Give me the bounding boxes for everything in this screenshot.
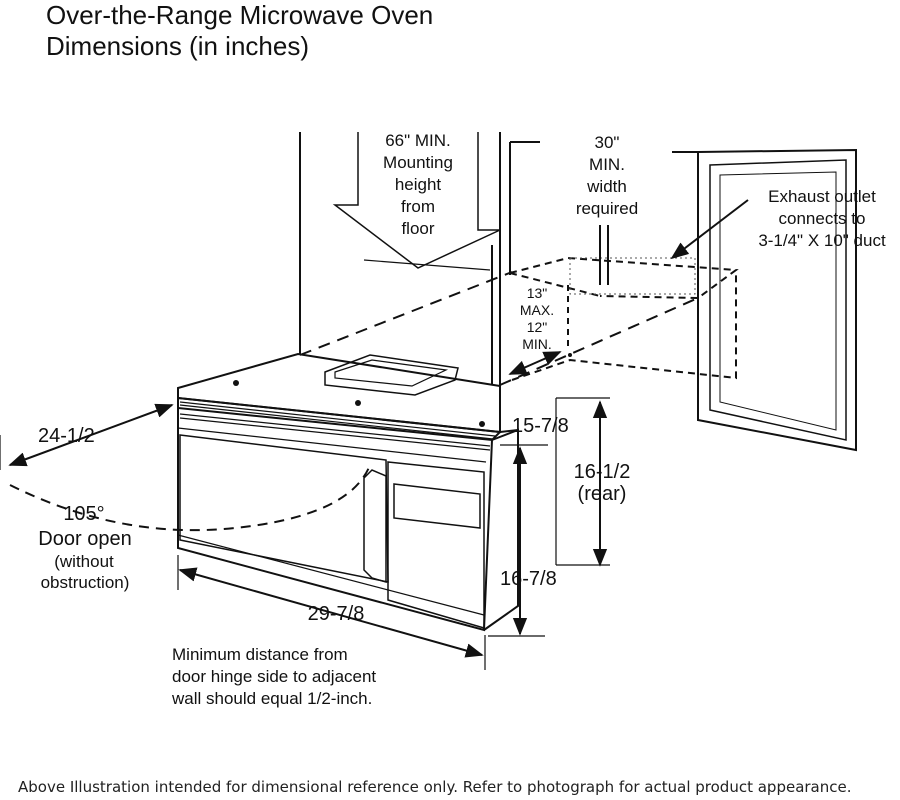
exhaust-box-back bbox=[509, 272, 601, 297]
clearance-label-2: MAX. bbox=[520, 302, 554, 318]
top-grille bbox=[324, 354, 459, 396]
exhaust-label-2: connects to bbox=[779, 209, 866, 228]
wall-frame-inner2 bbox=[719, 171, 837, 431]
vent-line-1 bbox=[179, 401, 496, 437]
rear-height-label-1: 16-1/2 bbox=[574, 461, 631, 483]
width-required-4: required bbox=[576, 199, 638, 218]
depth-top-label: 15-7/8 bbox=[512, 415, 569, 437]
floor-reference-line bbox=[363, 259, 491, 271]
projection-line-2 bbox=[499, 297, 699, 386]
mount-hole-3 bbox=[479, 421, 485, 427]
mounting-label-5: floor bbox=[401, 219, 434, 238]
vent-line-4 bbox=[179, 417, 491, 451]
clearance-label-4: MIN. bbox=[522, 336, 552, 352]
hinge-note-3: wall should equal 1/2-inch. bbox=[171, 689, 372, 708]
clearance-label-3: 12" bbox=[527, 319, 548, 335]
mounting-label-4: from bbox=[401, 197, 435, 216]
top-grille-inner bbox=[334, 359, 449, 387]
rear-height-label-2: (rear) bbox=[578, 483, 627, 505]
projection-line-1 bbox=[299, 271, 513, 356]
clearance-label-1: 13" bbox=[527, 285, 548, 301]
mounting-label-2: Mounting bbox=[383, 153, 453, 172]
hinge-note-1: Minimum distance from bbox=[172, 645, 348, 664]
door-window bbox=[179, 434, 389, 583]
mount-hole-1 bbox=[233, 380, 239, 386]
hinge-note-2: door hinge side to adjacent bbox=[172, 667, 376, 686]
mounting-label-3: height bbox=[395, 175, 442, 194]
mounting-label-1: 66" MIN. bbox=[385, 131, 451, 150]
width-arrow bbox=[178, 567, 484, 658]
exhaust-label-1: Exhaust outlet bbox=[768, 187, 876, 206]
width-required-2: MIN. bbox=[589, 155, 625, 174]
wall-frame-inner bbox=[709, 159, 847, 441]
mounting-height-arrow bbox=[332, 132, 501, 269]
door-note-1: (without bbox=[54, 552, 114, 571]
width-label: 29-7/8 bbox=[308, 603, 365, 625]
exhaust-label-3: 3-1/4" X 10" duct bbox=[758, 231, 886, 250]
wall-frame-outer bbox=[697, 148, 857, 452]
oven-front-band bbox=[177, 427, 487, 463]
mount-hole-2 bbox=[355, 400, 361, 406]
door-note-2: obstruction) bbox=[41, 573, 130, 592]
control-panel bbox=[387, 461, 485, 629]
front-height-label: 16-7/8 bbox=[500, 568, 557, 590]
oven-top-side bbox=[499, 429, 519, 433]
door-handle bbox=[363, 469, 387, 583]
mount-plate-hole bbox=[568, 353, 572, 357]
vent-line-2 bbox=[179, 404, 494, 440]
control-display bbox=[393, 483, 481, 529]
door-swing-arc bbox=[9, 464, 371, 532]
width-required-3: width bbox=[586, 177, 627, 196]
diagram-title-line2: Dimensions (in inches) bbox=[46, 31, 309, 61]
clearance-arrow bbox=[508, 351, 562, 375]
door-angle-label: 105° bbox=[63, 503, 104, 525]
door-open-label: Door open bbox=[38, 528, 131, 550]
door-depth-label: 24-1/2 bbox=[38, 425, 95, 447]
oven-top bbox=[177, 352, 501, 434]
diagram-title-line1: Over-the-Range Microwave Oven bbox=[46, 0, 434, 30]
width-required-1: 30" bbox=[595, 133, 620, 152]
vent-line-3 bbox=[179, 413, 491, 447]
depth-arrow bbox=[8, 403, 174, 467]
exhaust-leader bbox=[670, 199, 749, 260]
disclaimer-footer: Above Illustration intended for dimensio… bbox=[18, 778, 852, 796]
